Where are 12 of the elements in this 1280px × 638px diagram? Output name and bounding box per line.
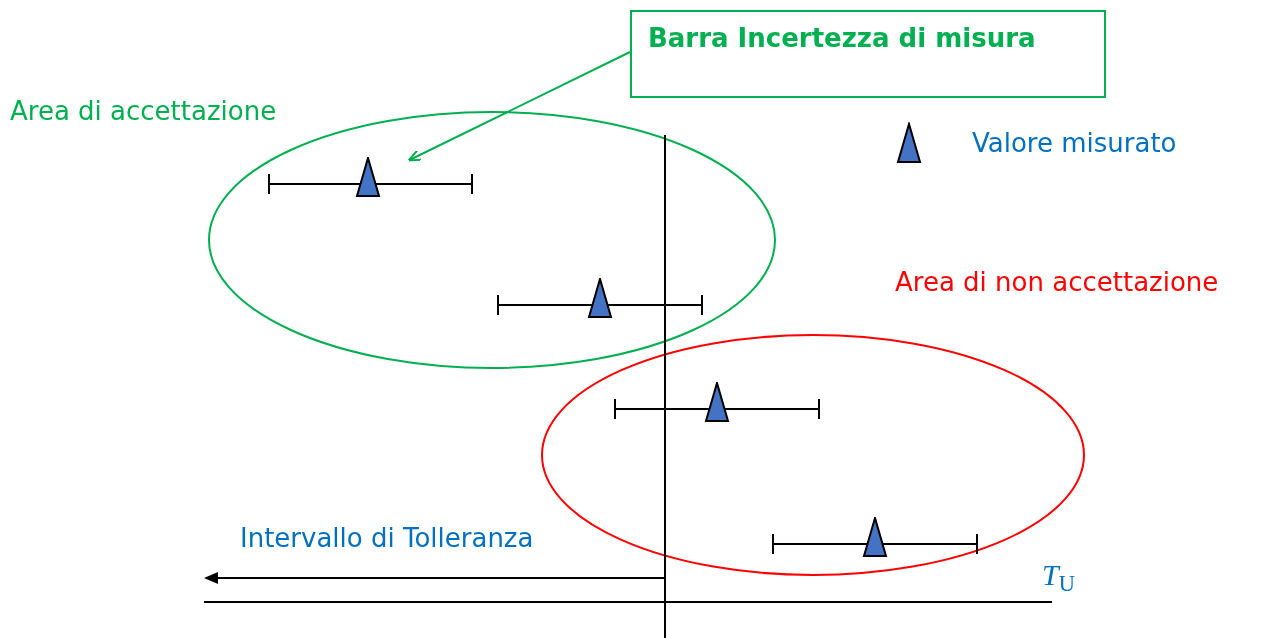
leader-arrow — [407, 51, 631, 162]
area-label: Intervallo di Tolleranza — [240, 522, 534, 555]
callout-box — [630, 10, 1106, 98]
area-label: Area di accettazione — [10, 95, 277, 128]
error-bar — [772, 517, 978, 557]
callout-text: Barra Incertezza di misura — [648, 22, 1037, 55]
error-bar — [268, 157, 473, 197]
error-bar — [614, 382, 820, 422]
legend-label: Valore misurato — [972, 126, 1177, 160]
error-bar — [497, 278, 703, 318]
limit-label: T$_{U}$ — [1042, 557, 1075, 594]
area-label: Area di non accettazione — [895, 266, 1219, 299]
